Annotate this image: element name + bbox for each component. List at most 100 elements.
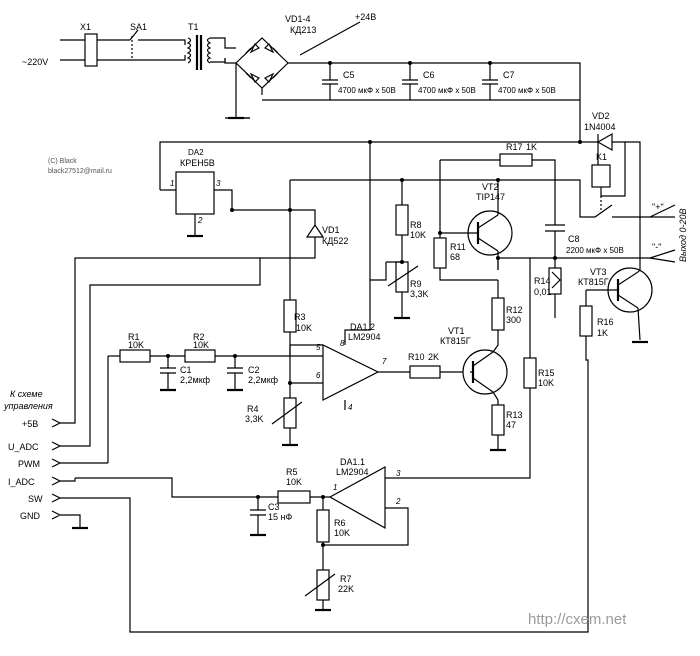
- vt1-kt815: [462, 280, 508, 452]
- r10-value: 2K: [428, 352, 439, 362]
- r16-value: 1K: [597, 328, 608, 338]
- c2-ref: C2: [248, 365, 260, 375]
- da12-pin7: 7: [382, 357, 387, 366]
- da12-ref: DA1.2: [350, 322, 375, 332]
- r14-value: 0,01: [534, 287, 552, 297]
- bridge-ref: VD1-4: [285, 14, 311, 24]
- r14-ref: R14: [534, 276, 551, 286]
- pin-u-adc: U_ADC: [8, 442, 39, 452]
- vd1-ref: VD1: [322, 225, 340, 235]
- pin-i-adc: I_ADC: [8, 477, 35, 487]
- opamp-da12: [288, 280, 470, 410]
- r8-value: 10K: [410, 230, 426, 240]
- da12-pin8: 8: [340, 339, 345, 348]
- r7-ref: R7: [340, 574, 352, 584]
- vt1-part: КТ815Г: [440, 336, 471, 346]
- da11-pin1: 1: [333, 483, 337, 492]
- c1-value: 2,2мкф: [180, 375, 211, 385]
- r15-value: 10K: [538, 378, 554, 388]
- c7-value: 4700 мкФ х 50В: [498, 86, 556, 95]
- c1-ref: C1: [180, 365, 192, 375]
- r8-r9-divider: [368, 140, 419, 320]
- mains-label: ~220V: [22, 57, 48, 67]
- vt2-ref: VT2: [482, 182, 499, 192]
- r3-r4-network: [271, 299, 303, 447]
- t1-label: T1: [188, 22, 199, 32]
- pin-sw: SW: [28, 494, 43, 504]
- r15-ref: R15: [538, 368, 555, 378]
- r11-value: 68: [450, 252, 460, 262]
- da11-pin2: 2: [395, 497, 401, 506]
- r2-ref: R2: [193, 332, 205, 342]
- mains-input-section: [60, 29, 236, 70]
- pin-pwm: PWM: [18, 459, 40, 469]
- r6-value: 10K: [334, 528, 350, 538]
- vd2-ref: VD2: [592, 111, 610, 121]
- r9-value: 3,3K: [410, 289, 429, 299]
- r13-value: 47: [506, 420, 516, 430]
- c2-value: 2,2мкф: [248, 375, 279, 385]
- control-interface: [51, 258, 589, 633]
- diode-bridge: [224, 21, 581, 142]
- relay-k1-vd2: [560, 132, 650, 270]
- da2-pin2: 2: [197, 216, 203, 225]
- regulator-da2: [159, 141, 580, 238]
- vplus-label: +24В: [355, 12, 376, 22]
- r12-ref: R12: [506, 305, 523, 315]
- da2-ref: DA2: [188, 148, 204, 157]
- bridge-part: КД213: [290, 25, 316, 35]
- c5-value: 4700 мкФ х 50В: [338, 86, 396, 95]
- sa1-label: SA1: [130, 22, 147, 32]
- vt3-part: КТ815Г: [578, 277, 609, 287]
- credit-line1: (C) Black: [48, 158, 77, 165]
- vt2-part: TIP147: [476, 192, 505, 202]
- da2-body: [175, 171, 215, 215]
- rc-filter-c1-c2: [107, 345, 323, 463]
- output-plus: "+": [652, 202, 664, 212]
- pin-gnd: GND: [20, 511, 41, 521]
- r6-ref: R6: [334, 518, 346, 528]
- vt3-ref: VT3: [590, 267, 607, 277]
- r3-value: 10K: [296, 323, 312, 333]
- r11-ref: R11: [450, 242, 466, 252]
- c8-value: 2200 мкФ х 50В: [566, 246, 624, 255]
- x1-connector: [84, 33, 98, 67]
- r10-ref: R10: [408, 352, 425, 362]
- r5-ref: R5: [286, 467, 298, 477]
- filter-capacitors: [228, 61, 580, 120]
- watermark: http://cxem.net: [528, 611, 627, 628]
- x1-label: X1: [80, 22, 91, 32]
- r4-ref: R4: [247, 404, 259, 414]
- r17-ref: R17: [506, 142, 523, 152]
- r7-value: 22K: [338, 584, 354, 594]
- vd1-part: КД522: [322, 236, 348, 246]
- vd1-network: [74, 178, 560, 410]
- c6-value: 4700 мкФ х 50В: [418, 86, 476, 95]
- da12-pin6: 6: [316, 371, 321, 380]
- da2-pin3: 3: [216, 179, 221, 188]
- interface-header-2: управления: [3, 401, 53, 411]
- da2-part: КРЕН5В: [180, 158, 215, 168]
- vt2-tip147: [433, 153, 556, 281]
- interface-header-1: К схеме: [10, 389, 43, 399]
- r5-value: 10K: [286, 477, 302, 487]
- credit-line2: black27512@mail.ru: [48, 168, 112, 175]
- r12-value: 300: [506, 315, 521, 325]
- r2-value: 10K: [193, 340, 209, 350]
- output-section: [496, 180, 676, 360]
- output-label: Выход 0-20В: [678, 208, 688, 262]
- r1-value: 10K: [128, 340, 144, 350]
- c3-value: 15 нФ: [268, 512, 292, 522]
- c7-ref: C7: [503, 70, 515, 80]
- vt1-ref: VT1: [448, 326, 465, 336]
- r9-ref: R9: [410, 279, 422, 289]
- r8-ref: R8: [410, 220, 422, 230]
- opamp-da11: [75, 357, 537, 612]
- da2-pin1: 1: [170, 179, 174, 188]
- c5-ref: C5: [343, 70, 355, 80]
- da11-part: LM2904: [336, 467, 369, 477]
- da11-ref: DA1.1: [340, 457, 365, 467]
- r4-value: 3,3K: [245, 414, 264, 424]
- r16-ref: R16: [597, 317, 614, 327]
